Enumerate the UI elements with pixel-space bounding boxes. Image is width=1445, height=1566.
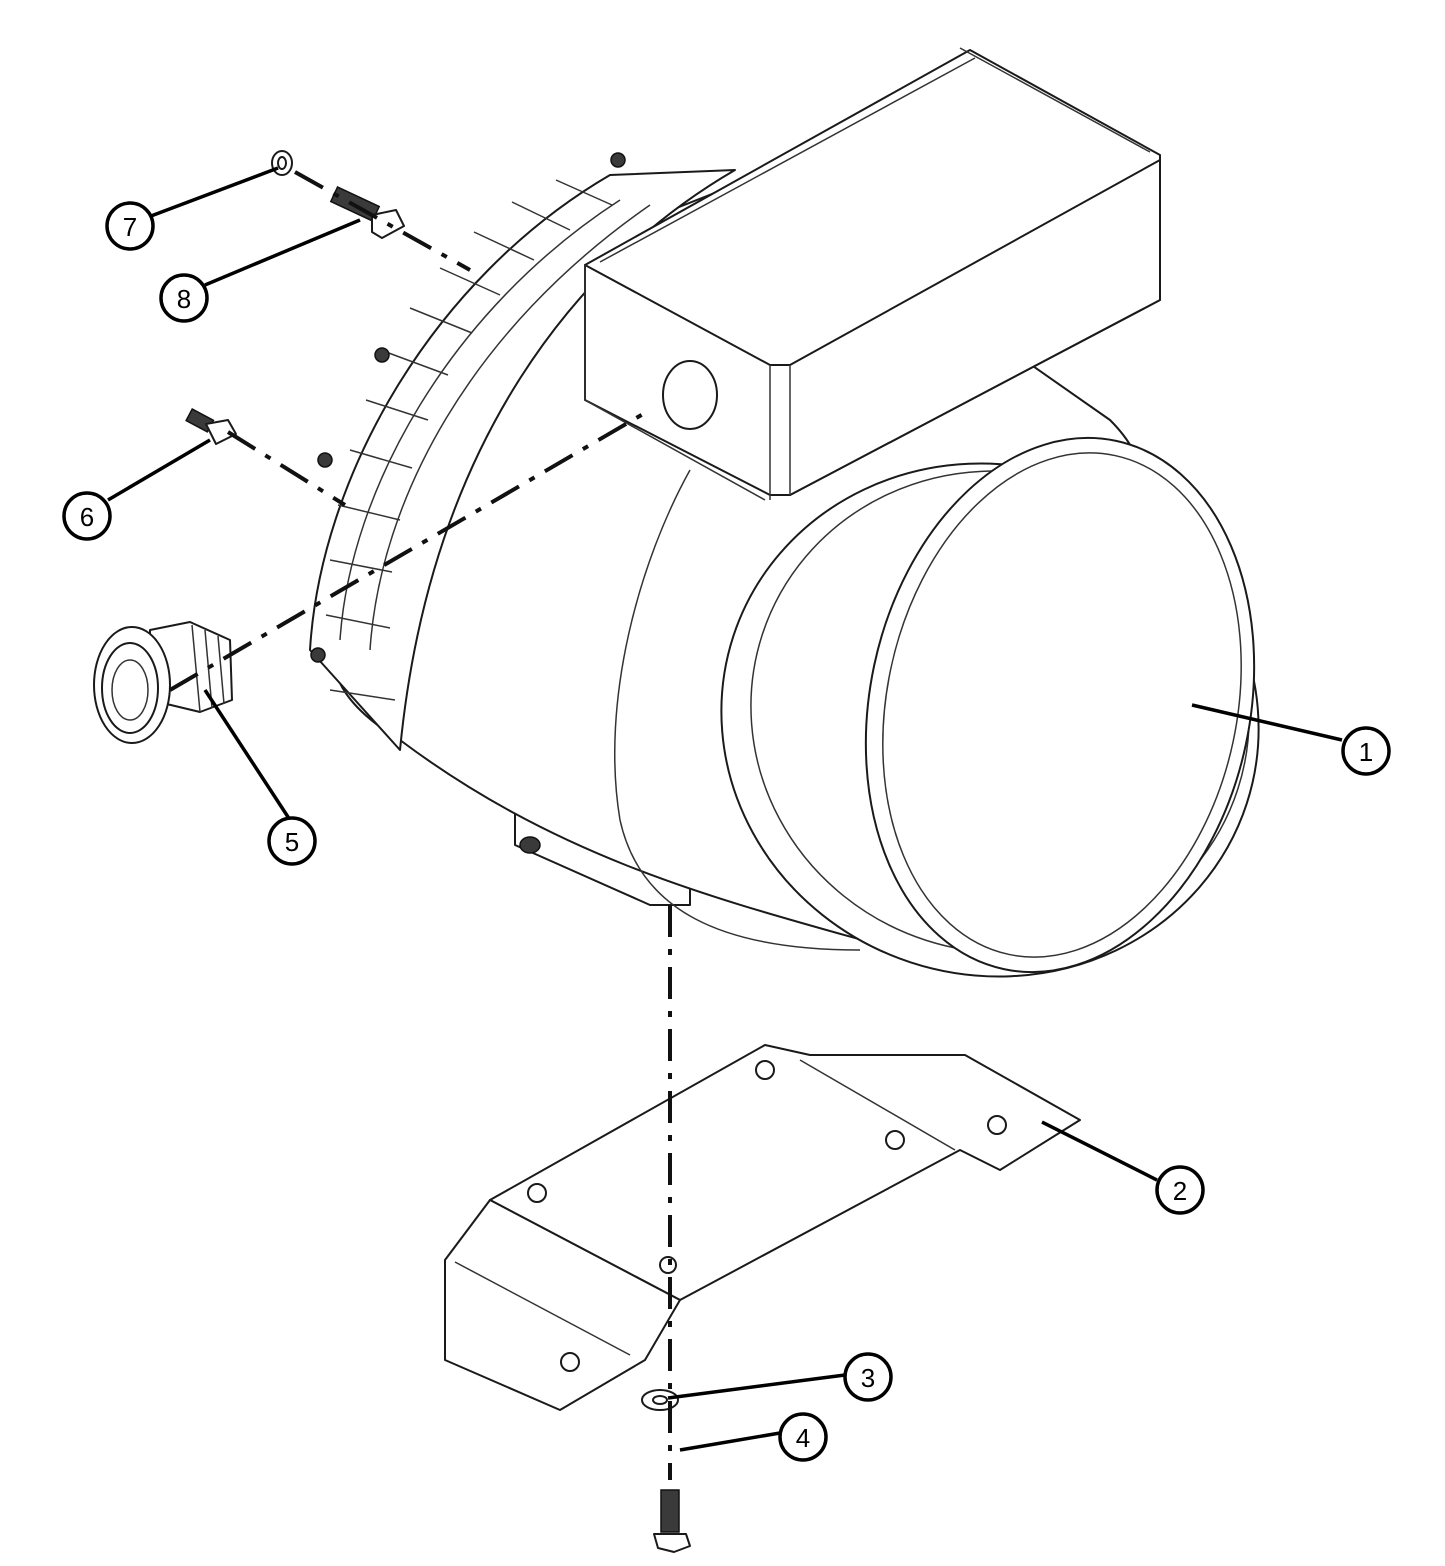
mounting-bracket: [444, 1044, 1081, 1411]
axis-line-6: [226, 430, 347, 507]
balloon-label-1: 1: [1359, 737, 1373, 767]
balloon-label-2: 2: [1173, 1176, 1187, 1206]
grille-slots: [325, 179, 613, 701]
motor-assembly: [309, 47, 1260, 978]
balloon-7: 7: [105, 201, 155, 251]
assembly-lines: [168, 170, 672, 1480]
bracket-hole: [527, 1183, 547, 1203]
bolt: [653, 1489, 691, 1553]
bracket-end-flange: [444, 1199, 681, 1411]
balloon-label-7: 7: [123, 212, 137, 242]
bracket-hole: [755, 1060, 775, 1080]
balloon-5: 5: [267, 816, 317, 866]
end-cap-face: [864, 436, 1256, 974]
leader-lines: [107, 166, 1343, 1452]
cable-gland: [93, 621, 233, 744]
terminal-box: [584, 47, 1161, 501]
balloon-label-3: 3: [861, 1363, 875, 1393]
balloon-8: 8: [159, 273, 209, 323]
axis-line-5: [168, 408, 652, 692]
end-cap-face-inner: [882, 452, 1242, 958]
small-washer: [271, 150, 293, 176]
bracket-hole: [885, 1130, 905, 1150]
grille-stud: [374, 347, 390, 363]
balloon-1: 1: [1341, 726, 1391, 776]
foot-stud: [519, 836, 541, 854]
grille-stud: [310, 647, 326, 663]
screw: [185, 408, 237, 445]
balloon-4: 4: [778, 1412, 828, 1462]
grille-stud: [317, 452, 333, 468]
bracket-hole: [987, 1115, 1007, 1135]
balloon-2: 2: [1155, 1165, 1205, 1215]
bracket-hole: [560, 1352, 580, 1372]
balloon-label-8: 8: [177, 284, 191, 314]
balloon-label-5: 5: [285, 827, 299, 857]
balloon-6: 6: [62, 491, 112, 541]
fan-grille: [309, 152, 736, 751]
balloon-label-4: 4: [796, 1423, 810, 1453]
balloon-3: 3: [843, 1352, 893, 1402]
grille-stud: [610, 152, 626, 168]
housing-shoulder: [614, 469, 861, 951]
washer: [641, 1389, 679, 1411]
balloon-label-6: 6: [80, 502, 94, 532]
cable-entry-hole: [662, 360, 718, 430]
